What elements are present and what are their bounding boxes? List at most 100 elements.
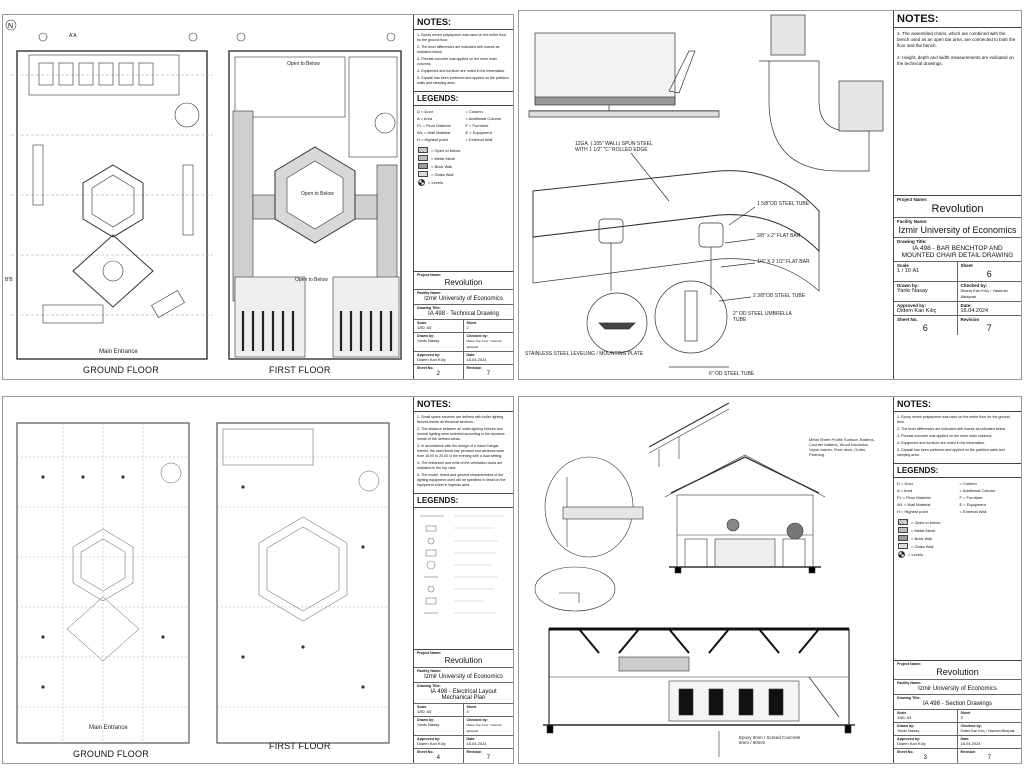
legend-key: FL = Floor Material — [417, 123, 451, 128]
sheet-value: 3 — [960, 715, 963, 720]
main-entrance-label: Main Entrance — [99, 349, 138, 355]
detail-drawing-area — [519, 11, 895, 379]
legend-swatch-row: = Open to below — [414, 146, 513, 154]
legend-key: F = Furniture — [959, 495, 983, 500]
facility-name: Izmir University of Economics — [898, 225, 1017, 235]
legend-swatch-label: = Metal Mesh — [911, 527, 936, 533]
legend-key: H = Highest point — [417, 137, 448, 142]
revision-label: Revision — [960, 317, 980, 322]
checked-by-label: Checked by: — [960, 283, 988, 288]
floor-plans-svg: N — [5, 19, 402, 360]
scale-label: Scale — [417, 321, 427, 325]
approved-by-label: Approved by: — [417, 737, 441, 741]
note-item: 4- Equipment and furniture are noted in … — [417, 69, 506, 73]
title-block-info: Project Name:Revolution Facility Name:Iz… — [894, 660, 1021, 763]
checked-by-label: Checked by: — [466, 334, 488, 338]
drawing-title: IA 498 - Electrical Layout Mechanical Pl… — [430, 689, 497, 701]
paper-size: A3 — [906, 715, 912, 720]
open-to-below-label: Open to Below — [301, 191, 334, 197]
north-arrow-icon: N — [8, 23, 13, 30]
date-label: Date: — [466, 737, 476, 741]
notes-title: NOTES: — [894, 397, 1021, 412]
revision-value: 7 — [987, 755, 991, 761]
drawing-title-label: Drawing Title: — [417, 684, 441, 688]
approved-by-label: Approved by: — [417, 353, 441, 357]
title-block: NOTES: 1- Epoxy mixed polystyrene was us… — [413, 15, 513, 379]
drawn-by-label: Drawn by: — [417, 334, 435, 338]
drawing-title-label: Drawing Title: — [897, 239, 927, 244]
revision-value: 7 — [986, 323, 992, 333]
level-marker-icon — [418, 179, 425, 186]
scale-value: 1/50 — [417, 325, 425, 330]
paper-size: A0 — [426, 325, 432, 330]
legend-swatch-row: = Glass Wall — [414, 170, 513, 178]
project-name: Revolution — [936, 667, 979, 677]
legend-swatch-label: = Glass Wall — [911, 543, 934, 549]
first-floor-label: FIRST FLOOR — [269, 741, 331, 751]
drawn-by: Yankı Nasay — [897, 288, 928, 294]
drawn-by: Yankı Nasay — [897, 728, 920, 733]
callout-flat-bar: 3/8" x 2" FLAT BAR — [757, 233, 801, 239]
legend-swatch-label: = Open to below — [911, 519, 941, 525]
legend-swatch-label: = Levels — [908, 552, 924, 557]
drawing-title: IA 498 - Technical Drawing — [428, 311, 499, 317]
sheet-no: 3 — [923, 755, 927, 761]
sheet-no: 6 — [922, 323, 928, 333]
note-item: 4- Equipment and furniture are noted in … — [897, 441, 986, 445]
legend-key: E = Equipment — [959, 502, 986, 507]
drawn-by: Yankı Nasay — [417, 722, 440, 727]
roof-detail-note: Metal Sheet Profile Surface: Battens, Co… — [809, 437, 875, 457]
electrical-plans-svg — [16, 422, 390, 744]
checked-by: Didem Kan Kılıç / Yasemin Albayrak — [960, 729, 1015, 733]
sections-svg — [534, 402, 855, 757]
sheet-electrical-layout: GROUND FLOOR FIRST FLOOR Main Entrance N… — [2, 396, 514, 764]
facility-name: Izmir University of Economics — [424, 296, 503, 302]
legend-swatch-label: = Open to below — [431, 147, 461, 153]
notes-title: NOTES: — [414, 15, 513, 30]
project-name: Revolution — [444, 656, 483, 665]
legend-swatch-row: = Glass Wall — [894, 542, 1021, 550]
facility-label: Facility Name: — [417, 291, 442, 295]
note-item: 1- The assembled chairs, which are combi… — [897, 31, 1016, 48]
sheet-no-label: Sheet No. — [897, 317, 918, 322]
note-item: 5- The model, brand and general characte… — [417, 473, 506, 487]
level-marker-icon — [898, 551, 905, 558]
facility-label: Facility Name: — [897, 219, 928, 224]
revision-label: Revision — [466, 366, 482, 370]
sheet-label: Sheet — [466, 705, 477, 709]
notes-list: 1- Epoxy mixed polystyrene was used on t… — [894, 412, 1021, 463]
bar-detail-svg — [528, 14, 884, 368]
legend-swatch-row: = Open to below — [894, 518, 1021, 526]
legend-key: WL = Wall Material — [417, 130, 451, 135]
date-label: Date: — [466, 353, 476, 357]
legend-key: WL = Wall Material — [897, 502, 931, 507]
legend-swatch-row: = Brick Wall — [414, 162, 513, 170]
sheet-no-label: Sheet No. — [897, 750, 914, 754]
note-item: 1- Epoxy mixed polystyrene was used on t… — [417, 33, 507, 42]
section-marker-bb: B'B — [5, 277, 13, 283]
sheet-section-drawings: Metal Sheet Profile Surface: Battens, Co… — [518, 396, 1022, 764]
open-to-below-label: Open to Below — [287, 61, 320, 67]
section-drawing-area — [519, 397, 895, 763]
legends-title: LEGENDS: — [414, 493, 513, 508]
project-name: Revolution — [444, 278, 483, 287]
project-name-label: Project Name: — [417, 273, 442, 277]
drawn-by-label: Drawn by: — [417, 718, 435, 722]
revision-value: 7 — [486, 371, 490, 377]
callout-steel-tube-2: 2 3/8"OD STEEL TUBE — [753, 293, 806, 299]
project-name-label: Project Name: — [897, 197, 928, 202]
project-name: Revolution — [931, 203, 984, 215]
ground-floor-label: GROUND FLOOR — [83, 365, 159, 375]
brick-wall-swatch-icon — [898, 535, 908, 541]
paper-size: A1 — [912, 268, 920, 274]
revision-label: Revision — [466, 750, 482, 754]
checked-by-label: Checked by: — [960, 724, 982, 728]
approved-by-label: Approved by: — [897, 303, 927, 308]
callout-mounting-plate: STAINLESS STEEL LEVELING / MOUNTING PLAT… — [525, 351, 644, 357]
approved-by-label: Approved by: — [897, 737, 921, 741]
glass-wall-swatch-icon — [418, 171, 428, 177]
approved-by: Didem Kan Kılıç — [417, 741, 446, 746]
facility-name: Izmir University of Economics — [918, 686, 997, 692]
sheet-technical-drawing: N GROUND FLOOR FIRST FLOOR Main Entrance… — [2, 14, 514, 380]
legend-swatch-row: = Metal Mesh — [894, 526, 1021, 534]
